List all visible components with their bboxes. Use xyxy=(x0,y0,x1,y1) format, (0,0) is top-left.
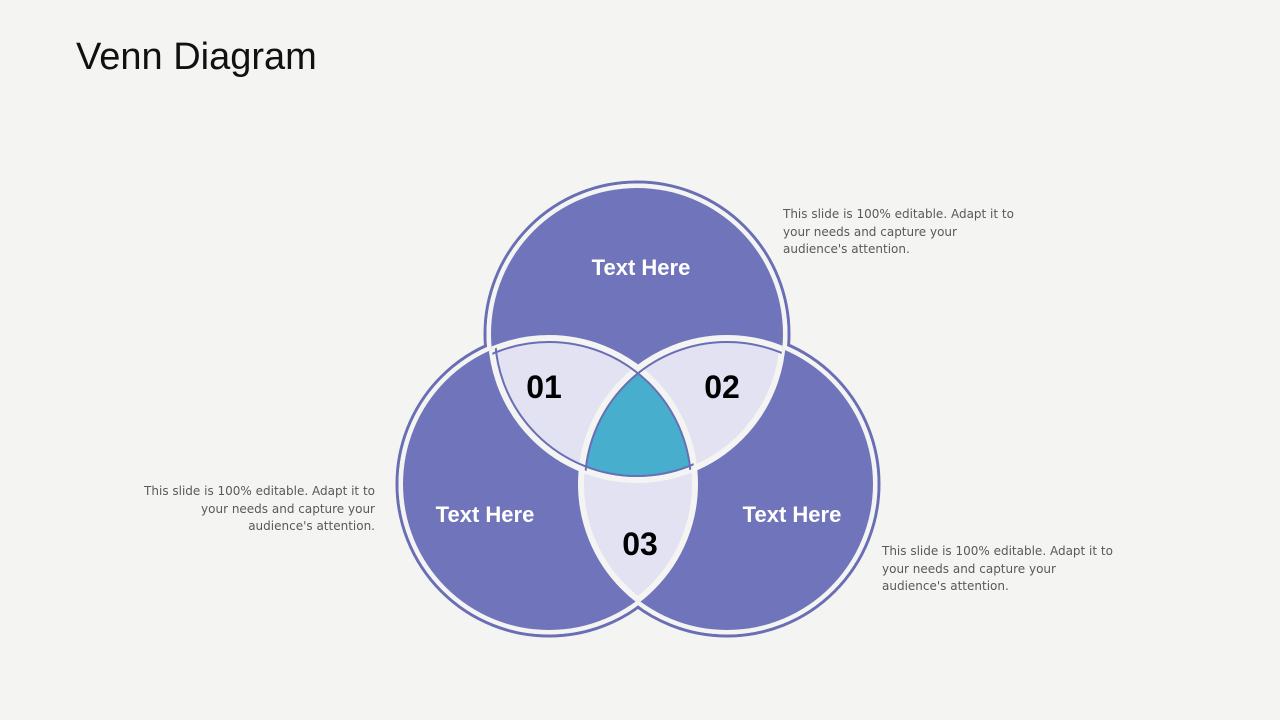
note-top-right: This slide is 100% editable. Adapt it to… xyxy=(783,206,1023,259)
note-left: This slide is 100% editable. Adapt it to… xyxy=(135,483,375,536)
overlap-regions xyxy=(491,338,783,630)
note-line: your needs and capture your xyxy=(882,561,1056,576)
separator-lines xyxy=(488,335,786,630)
top-circle-label: Text Here xyxy=(592,255,691,280)
note-line: audience's attention. xyxy=(882,579,1009,593)
slide-title: Venn Diagram xyxy=(76,36,317,78)
note-line: your needs and capture your xyxy=(783,224,957,239)
overlap-label-03: 03 xyxy=(622,526,658,562)
overlap-label-02: 02 xyxy=(704,369,740,405)
right-circle-label: Text Here xyxy=(743,502,842,527)
note-line: This slide is 100% editable. Adapt it to xyxy=(882,544,1113,558)
left-circle-label: Text Here xyxy=(436,502,535,527)
note-bottom-right: This slide is 100% editable. Adapt it to… xyxy=(882,543,1122,596)
note-line: your needs and capture your xyxy=(201,501,375,516)
overlap-label-01: 01 xyxy=(526,369,562,405)
center-region xyxy=(581,338,695,480)
note-line: audience's attention. xyxy=(783,242,910,256)
note-line: This slide is 100% editable. Adapt it to xyxy=(783,207,1014,221)
note-line: This slide is 100% editable. Adapt it to xyxy=(144,484,375,498)
note-line: audience's attention. xyxy=(248,519,375,533)
